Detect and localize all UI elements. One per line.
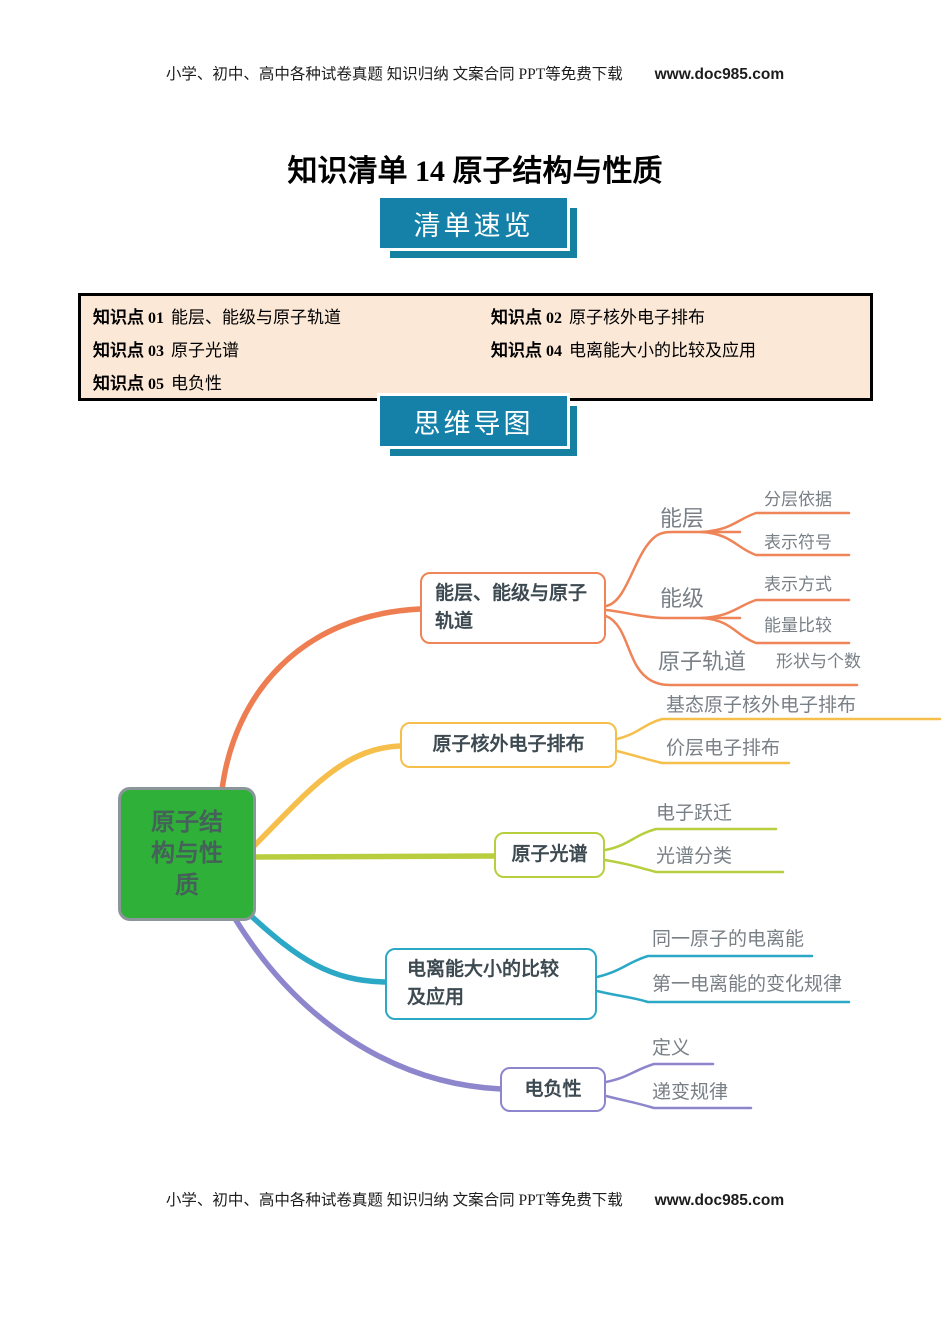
page-header: 小学、初中、高中各种试卷真题 知识归纳 文案合同 PPT等免费下载 www.do…: [0, 62, 950, 84]
curve-branch3: [253, 853, 499, 860]
kp-num: 05: [148, 376, 164, 393]
leaf-dibian-guilv: 递变规律: [652, 1082, 729, 1103]
leaf-tongyi-dianlineng: 同一原子的电离能: [652, 929, 805, 950]
kp-text: 电负性: [171, 374, 222, 393]
banner-mindmap: 思维导图: [377, 393, 577, 456]
conn-tongyi-dianlineng: [595, 954, 814, 979]
curve-branch2: [249, 743, 404, 851]
leaf-fenceng-yiju: 分层依据: [764, 490, 832, 509]
banner-mindmap-label: 思维导图: [377, 393, 570, 449]
kp-tag: 知识点: [491, 308, 542, 327]
mindmap-canvas: [219, 511, 942, 1110]
kp-tag: 知识点: [93, 341, 144, 360]
leaf-diyi-dianlineng: 第一电离能的变化规律: [652, 974, 843, 995]
leaf-nengliang-bijiao: 能量比较: [764, 616, 832, 635]
kp-num: 02: [546, 310, 562, 327]
curve-branch4: [246, 911, 389, 985]
kp-text: 原子核外电子排布: [569, 308, 705, 327]
kp-tag: 知识点: [93, 308, 144, 327]
page-footer: 小学、初中、高中各种试卷真题 知识归纳 文案合同 PPT等免费下载 www.do…: [0, 1188, 950, 1210]
leaf-biaoshi-fuhao: 表示符号: [764, 533, 832, 552]
conn-biaoshi-fangshi: [700, 598, 851, 620]
branch-node-dianlineng: 电离能大小的比较及应用: [385, 948, 597, 1020]
header-site-url: www.doc985.com: [654, 66, 785, 83]
footer-text: 小学、初中、高中各种试卷真题 知识归纳 文案合同 PPT等免费下载: [165, 1192, 623, 1209]
leaf-dingyi: 定义: [652, 1038, 691, 1059]
kp-num: 03: [148, 343, 164, 360]
conn-dingyi: [604, 1062, 715, 1084]
conn-diyi-dianlineng: [595, 989, 851, 1004]
branch-node-nengceng-nengji: 能层、能级与原子轨道: [420, 572, 606, 644]
banner-overview: 清单速览: [377, 195, 577, 258]
conn-fenceng-yiju: [700, 511, 851, 534]
conn-yuanzi-guidao: [604, 614, 859, 687]
kp-text: 电离能大小的比较及应用: [569, 341, 756, 360]
conn-dibian-guilv: [604, 1094, 753, 1110]
conn-nengliang-bijiao: [700, 616, 851, 645]
branch-node-dianfuxing: 电负性: [500, 1067, 606, 1112]
root-node: 原子结构与性质: [118, 787, 256, 921]
conn-nengceng: [604, 530, 742, 608]
leaf-jitai-paibu: 基态原子核外电子排布: [666, 695, 857, 716]
conn-jiaceng-paibu: [615, 749, 791, 765]
conn-nengji: [604, 608, 742, 620]
branch-node-hewai-dianzi-paibu: 原子核外电子排布: [400, 722, 617, 768]
kp-text: 原子光谱: [171, 341, 239, 360]
conn-dianzi-yueqian: [603, 827, 778, 852]
sublabel-nengji: 能级: [660, 586, 705, 611]
conn-biaoshi-fuhao: [700, 530, 851, 557]
leaf-biaoshi-fangshi: 表示方式: [764, 575, 832, 594]
conn-guangpu-fenlei: [603, 858, 785, 874]
sublabel-yuanzi-guidao: 原子轨道: [658, 649, 747, 674]
banner-overview-label: 清单速览: [377, 195, 570, 251]
curve-branch5: [231, 914, 504, 1092]
leaf-guangpu-fenlei: 光谱分类: [656, 846, 733, 867]
mindmap: 原子结构与性质 能层、能级与原子轨道 原子核外电子排布 原子光谱 电离能大小的比…: [0, 460, 950, 1150]
leaf-dianzi-yueqian: 电子跃迁: [656, 803, 733, 824]
sublabel-nengceng: 能层: [660, 506, 705, 531]
kp-tag: 知识点: [491, 341, 542, 360]
kp-num: 01: [148, 310, 164, 327]
header-text: 小学、初中、高中各种试卷真题 知识归纳 文案合同 PPT等免费下载: [165, 66, 623, 83]
curve-branch1: [219, 606, 423, 793]
leaf-jiaceng-paibu: 价层电子排布: [666, 738, 781, 759]
kp-num: 04: [546, 343, 562, 360]
kp-text: 能层、能级与原子轨道: [171, 308, 341, 327]
footer-site-url: www.doc985.com: [654, 1192, 785, 1209]
page-title: 知识清单 14 原子结构与性质: [287, 155, 663, 188]
conn-jitai-paibu: [615, 717, 942, 741]
branch-node-yuanzi-guangpu: 原子光谱: [494, 832, 605, 878]
kp-tag: 知识点: [93, 374, 144, 393]
leaf-xingzhuang-geshu: 形状与个数: [776, 652, 861, 671]
